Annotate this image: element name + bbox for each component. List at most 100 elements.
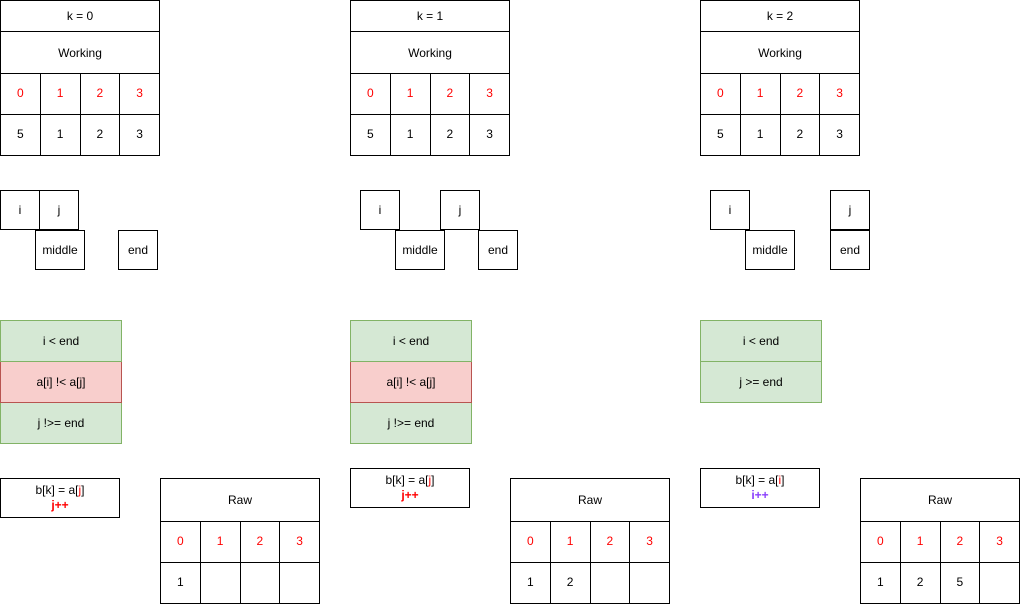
condition-list-k0: i < end a[i] !< a[j] j !>= end bbox=[0, 320, 122, 444]
working-index-cell: 1 bbox=[740, 74, 781, 115]
pointer-i-k1: i bbox=[360, 190, 400, 230]
action-box-k1: b[k] = a[j] j++ bbox=[350, 468, 470, 508]
action-line1-suffix: ] bbox=[781, 473, 785, 487]
raw-index-cell: 2 bbox=[940, 522, 981, 563]
raw-value-cell bbox=[280, 563, 320, 604]
raw-value-cell: 1 bbox=[160, 563, 201, 604]
working-value-cell: 5 bbox=[700, 115, 741, 156]
action-box-k0: b[k] = a[j] j++ bbox=[0, 478, 120, 518]
working-table-k2: k = 2 Working 0 1 2 3 5 1 2 3 bbox=[700, 0, 860, 156]
raw-index-cell: 3 bbox=[630, 522, 670, 563]
raw-value-cell: 5 bbox=[940, 563, 981, 604]
working-index-cell: 2 bbox=[80, 74, 121, 115]
raw-value-row-k2: 1 2 5 bbox=[860, 563, 1020, 604]
action-line1-suffix: ] bbox=[81, 483, 85, 497]
working-value-cell: 3 bbox=[120, 115, 160, 156]
working-label-k1: Working bbox=[350, 32, 510, 74]
pointer-i-k2: i bbox=[710, 190, 750, 230]
raw-value-cell bbox=[630, 563, 670, 604]
working-title-k2: k = 2 bbox=[700, 0, 860, 32]
working-value-row-k2: 5 1 2 3 bbox=[700, 115, 860, 156]
raw-value-cell bbox=[200, 563, 241, 604]
working-value-row-k1: 5 1 2 3 bbox=[350, 115, 510, 156]
working-index-cell: 1 bbox=[390, 74, 431, 115]
raw-value-cell: 1 bbox=[860, 563, 901, 604]
raw-table-k0: Raw 0 1 2 3 1 bbox=[160, 478, 320, 604]
working-table-k1: k = 1 Working 0 1 2 3 5 1 2 3 bbox=[350, 0, 510, 156]
raw-title-k1: Raw bbox=[510, 478, 670, 522]
action-line1-var: j bbox=[428, 473, 432, 487]
action-line1-var: i bbox=[778, 473, 782, 487]
condition-row: i < end bbox=[350, 320, 472, 362]
action-line2: j++ bbox=[401, 488, 419, 502]
pointer-j-k1: j bbox=[440, 190, 480, 230]
working-index-cell: 0 bbox=[350, 74, 391, 115]
raw-value-cell bbox=[590, 563, 631, 604]
working-index-cell: 2 bbox=[430, 74, 471, 115]
raw-value-row-k0: 1 bbox=[160, 563, 320, 604]
working-value-cell: 5 bbox=[0, 115, 41, 156]
action-line1-suffix: ] bbox=[431, 473, 435, 487]
raw-title-k0: Raw bbox=[160, 478, 320, 522]
raw-index-cell: 0 bbox=[510, 522, 551, 563]
condition-row: i < end bbox=[700, 320, 822, 362]
raw-table-k2: Raw 0 1 2 3 1 2 5 bbox=[860, 478, 1020, 604]
pointer-middle-k2: middle bbox=[745, 230, 795, 270]
working-index-row-k2: 0 1 2 3 bbox=[700, 74, 860, 115]
action-line1: b[k] = a[j] bbox=[35, 483, 84, 498]
raw-index-cell: 3 bbox=[980, 522, 1020, 563]
raw-index-row-k1: 0 1 2 3 bbox=[510, 522, 670, 563]
working-index-row-k0: 0 1 2 3 bbox=[0, 74, 160, 115]
pointer-j-k2: j bbox=[830, 190, 870, 230]
raw-index-cell: 0 bbox=[160, 522, 201, 563]
action-line1-prefix: b[k] = a[ bbox=[35, 483, 79, 497]
working-index-cell: 0 bbox=[0, 74, 41, 115]
pointer-j-k0: j bbox=[39, 190, 79, 230]
raw-index-row-k2: 0 1 2 3 bbox=[860, 522, 1020, 563]
condition-list-k1: i < end a[i] !< a[j] j !>= end bbox=[350, 320, 472, 444]
working-index-cell: 0 bbox=[700, 74, 741, 115]
pointer-middle-k1: middle bbox=[395, 230, 445, 270]
working-value-cell: 3 bbox=[820, 115, 860, 156]
action-box-k2: b[k] = a[i] i++ bbox=[700, 468, 820, 508]
action-line1-var: j bbox=[78, 483, 82, 497]
pointer-end-k0: end bbox=[118, 230, 158, 270]
working-value-cell: 1 bbox=[40, 115, 81, 156]
pointer-end-k2: end bbox=[830, 230, 870, 270]
working-title-k0: k = 0 bbox=[0, 0, 160, 32]
working-label-k2: Working bbox=[700, 32, 860, 74]
working-index-cell: 3 bbox=[820, 74, 860, 115]
working-index-cell: 3 bbox=[120, 74, 160, 115]
raw-index-cell: 0 bbox=[860, 522, 901, 563]
raw-index-cell: 3 bbox=[280, 522, 320, 563]
raw-index-cell: 1 bbox=[550, 522, 591, 563]
condition-list-k2: i < end j >= end bbox=[700, 320, 822, 403]
working-value-cell: 1 bbox=[740, 115, 781, 156]
condition-row: j >= end bbox=[700, 362, 822, 403]
action-line1: b[k] = a[i] bbox=[735, 473, 784, 488]
working-index-cell: 2 bbox=[780, 74, 821, 115]
condition-row: i < end bbox=[0, 320, 122, 362]
condition-row: j !>= end bbox=[350, 403, 472, 444]
action-line2: i++ bbox=[751, 488, 769, 502]
pointer-i-k0: i bbox=[0, 190, 40, 230]
raw-index-cell: 1 bbox=[200, 522, 241, 563]
working-title-k1: k = 1 bbox=[350, 0, 510, 32]
raw-title-k2: Raw bbox=[860, 478, 1020, 522]
working-value-cell: 2 bbox=[430, 115, 471, 156]
raw-table-k1: Raw 0 1 2 3 1 2 bbox=[510, 478, 670, 604]
raw-value-cell: 2 bbox=[900, 563, 941, 604]
raw-value-cell: 2 bbox=[550, 563, 591, 604]
action-line1: b[k] = a[j] bbox=[385, 473, 434, 488]
raw-index-row-k0: 0 1 2 3 bbox=[160, 522, 320, 563]
raw-index-cell: 2 bbox=[590, 522, 631, 563]
raw-index-cell: 1 bbox=[900, 522, 941, 563]
action-line1-prefix: b[k] = a[ bbox=[385, 473, 429, 487]
working-value-cell: 2 bbox=[780, 115, 821, 156]
condition-row: j !>= end bbox=[0, 403, 122, 444]
action-line2: j++ bbox=[51, 498, 69, 512]
working-index-cell: 1 bbox=[40, 74, 81, 115]
raw-value-cell: 1 bbox=[510, 563, 551, 604]
raw-value-cell bbox=[240, 563, 281, 604]
working-value-row-k0: 5 1 2 3 bbox=[0, 115, 160, 156]
